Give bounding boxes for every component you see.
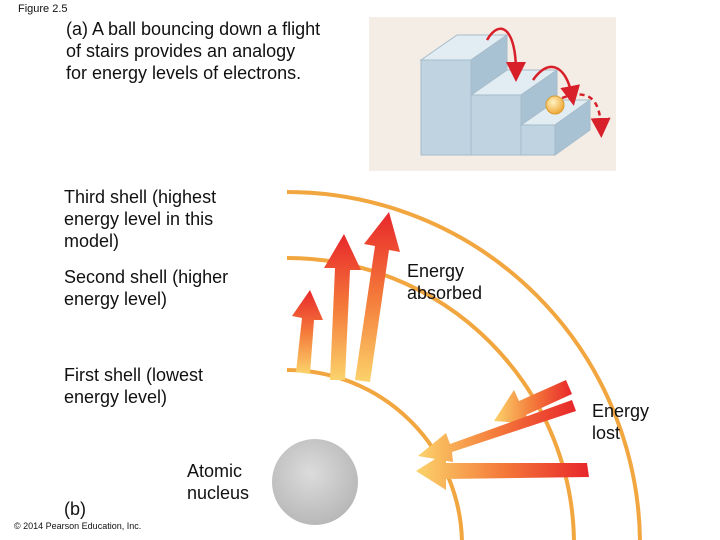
figure-label: Figure 2.5	[18, 3, 68, 15]
stair-riser-3	[554, 99, 591, 156]
third-shell-label: Third shell (highest energy level in thi…	[64, 187, 217, 251]
absorbed-arrow-1	[324, 234, 361, 380]
energy-absorbed-label: Energy absorbed	[407, 261, 483, 303]
energy-lost-label: Energy lost	[592, 401, 650, 443]
stair-riser-2	[520, 69, 558, 126]
energy-lost-arrows	[416, 380, 589, 490]
stair-front-1	[420, 59, 472, 156]
bounce-arrow-2	[531, 65, 580, 106]
lost-arrow-3	[418, 400, 576, 462]
atomic-nucleus-label: Atomic nucleus	[187, 461, 250, 503]
shell-first	[286, 368, 464, 540]
atomic-nucleus	[272, 439, 358, 525]
panel-b-label: (b)	[64, 499, 86, 519]
shell-third	[286, 190, 642, 540]
stairs-illustration	[369, 17, 616, 171]
stair-front-3	[520, 124, 556, 156]
second-shell-label: Second shell (higher energy level)	[64, 267, 229, 309]
stair-riser-1	[470, 34, 508, 96]
panel-a-caption: (a) A ball bouncing down a flight of sta…	[66, 19, 321, 83]
bounce-arrow-1	[485, 27, 526, 82]
energy-absorbed-arrows	[292, 212, 400, 382]
lost-arrow-2	[416, 452, 589, 490]
first-shell-label: First shell (lowest energy level)	[64, 365, 204, 407]
copyright-notice: © 2014 Pearson Education, Inc.	[14, 521, 142, 531]
ball	[545, 95, 565, 115]
lost-arrow-1	[494, 380, 572, 424]
absorbed-arrow-2	[355, 212, 400, 382]
bounce-arrow-3-dashed	[561, 93, 611, 138]
stair-front-2	[470, 94, 522, 156]
energy-shells	[272, 190, 642, 540]
absorbed-arrow-3	[292, 290, 323, 374]
